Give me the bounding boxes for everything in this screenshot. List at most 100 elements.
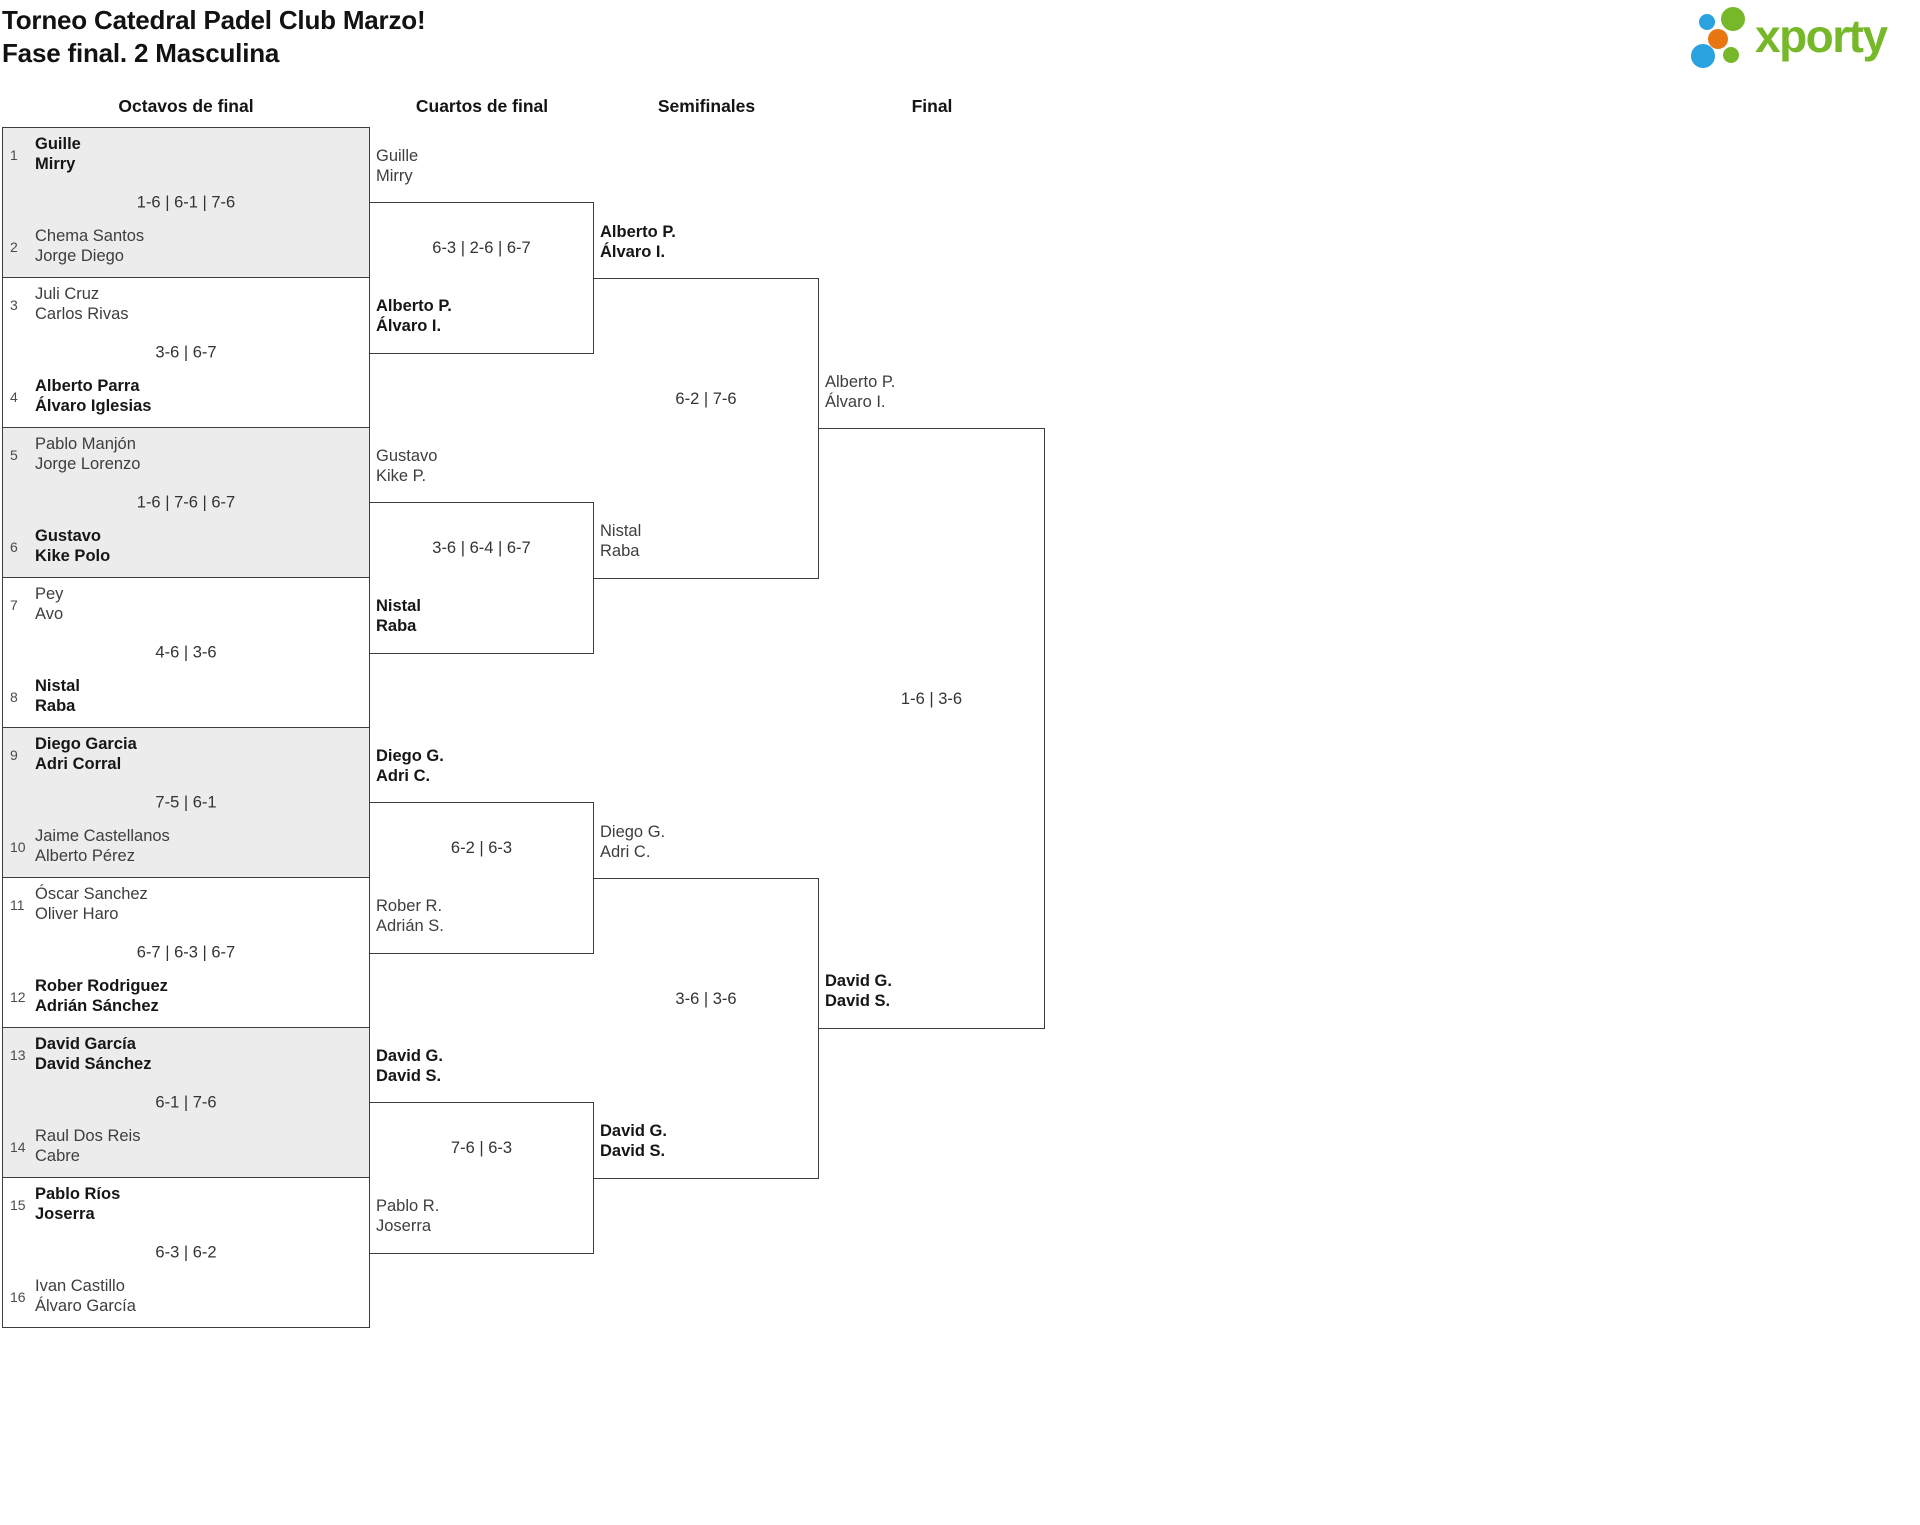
match-score: 6-2 | 6-3 [450,839,513,857]
match-score: 6-1 | 7-6 [155,1093,217,1111]
match-score: 6-3 | 6-2 [155,1243,217,1261]
seed-number: 1 [10,146,18,163]
round-header-octavos: Octavos de final [118,96,254,116]
team-label: Pablo R.Joserra [376,1197,440,1235]
seed-number: 16 [10,1288,26,1305]
page-subtitle: Fase final. 2 Masculina [2,38,280,68]
team-label: David G.David S. [825,972,892,1010]
match-cuartos-4: David G.David S. 7-6 | 6-3 Pablo R.Joser… [370,1047,594,1254]
match-score: 4-6 | 3-6 [155,643,217,661]
match-score: 1-6 | 7-6 | 6-7 [136,493,236,511]
round-header-cuartos: Cuartos de final [415,96,549,116]
team-label: Alberto P.Álvaro I. [825,373,896,411]
match-score: 7-5 | 6-1 [155,793,217,811]
seed-number: 5 [10,446,18,463]
xporty-logo[interactable]: xporty [1688,4,1918,76]
match-score: 3-6 | 3-6 [675,989,737,1008]
match-score: 6-2 | 7-6 [675,389,737,408]
seed-number: 14 [10,1138,26,1155]
match-score: 1-6 | 6-1 | 7-6 [136,193,236,211]
seed-number: 3 [10,296,18,313]
seed-number: 12 [10,988,26,1005]
match-final: Alberto P.Álvaro I. 1-6 | 3-6 David G.Da… [819,373,1045,1029]
match-semifinal-2: Diego G.Adri C. 3-6 | 3-6 David G.David … [594,823,819,1179]
seed-number: 11 [10,896,25,913]
seed-number: 15 [10,1196,26,1213]
match-score: 3-6 | 6-4 | 6-7 [432,539,531,557]
team-label: Rober R.Adrián S. [376,897,444,935]
match-score: 1-6 | 3-6 [900,689,963,708]
team-label: Diego G.Adri C. [600,823,666,861]
team-label: David G.David S. [376,1047,443,1085]
seed-number: 7 [10,596,18,613]
seed-number: 2 [10,238,18,255]
logo-dot-green-large-icon [1721,7,1745,31]
match-score: 6-3 | 2-6 | 6-7 [432,239,531,257]
match-cuartos-3: Diego G.Adri C. 6-2 | 6-3 Rober R.Adrián… [370,747,594,954]
logo-dot-orange-icon [1708,29,1728,49]
round-header-final: Final [911,96,953,116]
match-score: 3-6 | 6-7 [155,343,217,361]
logo-dot-green-small-icon [1723,47,1739,63]
team-label: Alberto P.Álvaro I. [376,297,452,335]
team-label: Alberto P.Álvaro I. [600,223,676,261]
seed-number: 4 [10,388,18,405]
round-header-semifinales: Semifinales [657,96,756,116]
seed-number: 9 [10,746,18,763]
seed-number: 8 [10,688,18,705]
match-score: 7-6 | 6-3 [450,1139,513,1157]
page-title: Torneo Catedral Padel Club Marzo! [2,5,426,35]
logo-dot-blue-small-icon [1699,14,1715,30]
seed-number: 10 [10,838,26,855]
team-label: David G.David S. [600,1122,667,1160]
logo-wordmark: xporty [1755,10,1888,62]
seed-number: 13 [10,1046,26,1063]
logo-dot-blue-large-icon [1691,44,1715,68]
match-score: 6-7 | 6-3 | 6-7 [136,943,236,961]
